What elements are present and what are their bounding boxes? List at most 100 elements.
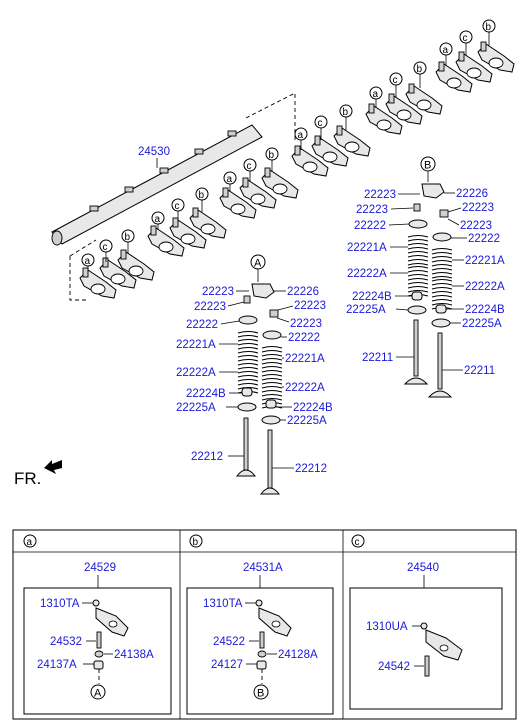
svg-text:b: b bbox=[269, 150, 275, 161]
svg-text:22212: 22212 bbox=[191, 451, 223, 463]
svg-text:c: c bbox=[318, 118, 323, 129]
front-direction-indicator: FR. bbox=[14, 460, 62, 488]
svg-text:c: c bbox=[355, 537, 360, 548]
callout-a-4: a bbox=[294, 127, 308, 150]
svg-text:22223: 22223 bbox=[290, 318, 322, 330]
svg-text:22223: 22223 bbox=[462, 202, 494, 214]
callout-b-4: b bbox=[339, 104, 353, 130]
svg-text:22222: 22222 bbox=[354, 220, 386, 232]
valve-stack-a: A bbox=[235, 254, 283, 495]
svg-text:24529: 24529 bbox=[84, 562, 116, 574]
svg-text:22222A: 22222A bbox=[285, 382, 325, 394]
svg-text:24522: 24522 bbox=[213, 636, 245, 648]
callout-b-1: b bbox=[121, 229, 135, 254]
svg-text:22225A: 22225A bbox=[176, 402, 216, 414]
rocker-shaft bbox=[51, 124, 263, 246]
svg-text:22222A: 22222A bbox=[176, 367, 216, 379]
legend-table: a 24529 1310TA 24532 24137A 24138A A bbox=[12, 529, 517, 720]
svg-text:a: a bbox=[298, 130, 304, 141]
svg-text:A: A bbox=[254, 258, 262, 270]
callout-b-2: b bbox=[195, 187, 209, 212]
svg-text:b: b bbox=[417, 64, 423, 75]
rocker-arm-row bbox=[79, 41, 515, 299]
legend-column-b: b 24531A 1310TA 24522 24127 24128A B bbox=[186, 534, 334, 715]
svg-text:22221A: 22221A bbox=[347, 242, 387, 254]
svg-text:22226: 22226 bbox=[456, 188, 488, 200]
svg-text:22222A: 22222A bbox=[465, 281, 505, 293]
svg-text:a: a bbox=[227, 174, 233, 185]
svg-text:22223: 22223 bbox=[194, 301, 226, 313]
svg-text:22211: 22211 bbox=[362, 352, 393, 364]
svg-text:22212: 22212 bbox=[295, 463, 327, 475]
svg-text:b: b bbox=[486, 22, 492, 33]
svg-text:24532: 24532 bbox=[50, 636, 82, 648]
shaft-label: 24530 bbox=[138, 146, 170, 158]
svg-text:b: b bbox=[125, 232, 131, 243]
front-arrow-icon bbox=[44, 460, 62, 474]
svg-text:22222A: 22222A bbox=[347, 268, 387, 280]
shaft-dashed-outline bbox=[69, 92, 296, 301]
callout-b-5: b bbox=[413, 61, 427, 88]
svg-text:a: a bbox=[85, 256, 91, 267]
svg-text:24127: 24127 bbox=[211, 659, 243, 671]
callout-c-2: c bbox=[171, 198, 185, 222]
svg-text:22221A: 22221A bbox=[465, 255, 505, 267]
svg-text:24540: 24540 bbox=[407, 562, 439, 574]
callout-b-6: b bbox=[482, 19, 496, 46]
valve-stack-a-labels: 22223 22226 22223 22223 22222 22223 2222… bbox=[176, 286, 333, 475]
callout-c-6: c bbox=[459, 30, 473, 56]
svg-text:b: b bbox=[193, 537, 199, 548]
svg-text:22222: 22222 bbox=[468, 233, 500, 245]
svg-text:22222: 22222 bbox=[186, 319, 218, 331]
svg-text:22224B: 22224B bbox=[293, 402, 333, 414]
valve-stack-b: B bbox=[403, 156, 453, 398]
svg-text:22211: 22211 bbox=[464, 365, 495, 377]
svg-text:22223: 22223 bbox=[356, 204, 388, 216]
svg-text:22225A: 22225A bbox=[462, 318, 502, 330]
svg-text:22221A: 22221A bbox=[176, 339, 216, 351]
svg-text:22223: 22223 bbox=[294, 300, 326, 312]
svg-text:a: a bbox=[27, 537, 33, 548]
svg-text:1310TA: 1310TA bbox=[40, 598, 80, 610]
svg-text:22225A: 22225A bbox=[346, 304, 386, 316]
svg-text:b: b bbox=[199, 190, 205, 201]
svg-text:B: B bbox=[424, 160, 431, 172]
callout-c-5: c bbox=[389, 72, 403, 98]
svg-text:24542: 24542 bbox=[378, 661, 410, 673]
svg-text:B: B bbox=[257, 688, 264, 700]
callout-a-5: a bbox=[369, 86, 383, 108]
rocker-callouts: a c b a c b a c b a c b a c b a c b bbox=[81, 19, 496, 272]
svg-text:22222: 22222 bbox=[288, 332, 320, 344]
svg-text:FR.: FR. bbox=[14, 469, 41, 488]
svg-text:a: a bbox=[373, 89, 379, 100]
svg-text:c: c bbox=[247, 161, 252, 172]
svg-text:22221A: 22221A bbox=[285, 353, 325, 365]
callout-a-3: a bbox=[223, 171, 237, 192]
svg-text:24138A: 24138A bbox=[114, 649, 154, 661]
callout-c-4: c bbox=[314, 115, 328, 140]
svg-text:c: c bbox=[463, 33, 468, 44]
svg-text:24531A: 24531A bbox=[243, 562, 283, 574]
callout-a-6: a bbox=[439, 42, 453, 66]
svg-text:A: A bbox=[94, 688, 102, 700]
legend-column-a: a 24529 1310TA 24532 24137A 24138A A bbox=[23, 534, 172, 715]
svg-text:c: c bbox=[103, 242, 108, 253]
svg-text:c: c bbox=[175, 201, 180, 212]
callout-c-1: c bbox=[99, 239, 113, 262]
svg-text:22226: 22226 bbox=[287, 286, 319, 298]
svg-text:b: b bbox=[343, 107, 349, 118]
callout-c-3: c bbox=[243, 158, 257, 182]
svg-text:1310UA: 1310UA bbox=[366, 621, 408, 633]
svg-text:22223: 22223 bbox=[460, 220, 492, 232]
legend-column-c: c 24540 1310UA 24542 bbox=[349, 534, 503, 710]
svg-text:22223: 22223 bbox=[202, 286, 234, 298]
svg-text:c: c bbox=[393, 75, 398, 86]
svg-text:22224B: 22224B bbox=[352, 291, 392, 303]
svg-text:24128A: 24128A bbox=[278, 649, 318, 661]
valve-stack-b-labels: 22223 22226 22223 22223 22222 22223 2222… bbox=[346, 188, 505, 377]
callout-b-3: b bbox=[265, 147, 279, 172]
svg-text:1310TA: 1310TA bbox=[203, 598, 243, 610]
svg-text:a: a bbox=[443, 45, 449, 56]
svg-text:22225A: 22225A bbox=[287, 415, 327, 427]
